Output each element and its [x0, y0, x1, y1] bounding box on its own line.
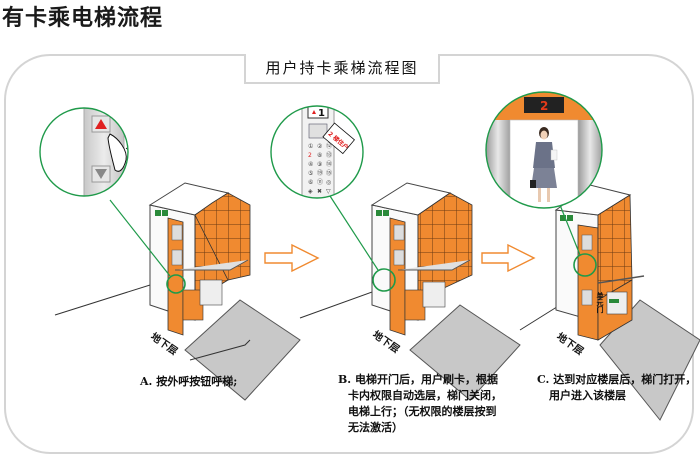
- step-b-caption: B. 电梯开门后，用户刷卡，根据 卡内权限自动选层，梯门关闭， 电梯上行；（无权…: [338, 372, 502, 436]
- down-arrow-icon: [95, 169, 107, 179]
- step-a-caption: A. 按外呼按钮呼梯;: [140, 375, 238, 388]
- keypad-button[interactable]: ⑮: [326, 169, 332, 177]
- page-title: 有卡乘电梯流程: [2, 6, 164, 31]
- keypad-button[interactable]: ▽: [326, 188, 331, 195]
- callout-a: [39, 107, 129, 197]
- caption-line: 卡内权限自动选层，梯门关闭，: [348, 389, 502, 402]
- hand-icon: [107, 133, 127, 172]
- keypad-button[interactable]: ⑬: [326, 151, 332, 159]
- step-c-caption: C. 达到对应楼层后，梯门打开， 用户进入该楼层: [537, 372, 696, 404]
- callout-line: [329, 195, 379, 271]
- card-reader-icon: [308, 123, 328, 139]
- building-sign: 单元门: [596, 291, 604, 314]
- highlight-circle: [166, 274, 186, 294]
- keypad-button[interactable]: 2: [308, 152, 312, 159]
- keypad-button[interactable]: ②: [317, 143, 323, 150]
- floor-display: [307, 106, 329, 119]
- caption-line: 无法激活）: [348, 421, 403, 434]
- keypad-button[interactable]: ①: [308, 143, 313, 150]
- up-arrow-icon: [95, 119, 107, 129]
- callout-line: [559, 204, 581, 256]
- keypad-button[interactable]: ⑫: [326, 142, 332, 150]
- caption-line: 用户进入该楼层: [549, 389, 626, 402]
- keypad-button[interactable]: ⑧: [317, 152, 322, 159]
- building-b: 地下层: [299, 182, 521, 401]
- floor-label-a: 地下层: [148, 330, 180, 358]
- callout-line: [109, 199, 171, 277]
- keypad-button[interactable]: ◈: [308, 188, 313, 195]
- floor-display-value: 2: [540, 99, 548, 113]
- keypad-button[interactable]: ⑭: [326, 160, 332, 168]
- keypad-button[interactable]: ⑲: [317, 169, 323, 177]
- diagram-subtitle: 用户持卡乘梯流程图: [265, 59, 419, 77]
- keypad-button[interactable]: ④: [308, 161, 313, 168]
- building-a: 地下层: [54, 182, 301, 401]
- floor-display-value: 1: [318, 108, 325, 119]
- passenger-figure: [530, 127, 558, 202]
- keypad-button[interactable]: ◎: [326, 179, 331, 186]
- keypad-button[interactable]: ⑤: [308, 170, 313, 177]
- subtitle-tab: 用户持卡乘梯流程图: [244, 54, 440, 84]
- keypad-button[interactable]: ⑨: [317, 161, 322, 168]
- floor-display: [524, 97, 564, 113]
- right-arrow-icon: [481, 243, 536, 273]
- highlight-circle: [372, 268, 396, 292]
- caption-line: 电梯上行；（无权限的楼层按到: [348, 405, 497, 418]
- caption-line: C. 达到对应楼层后，梯门打开，: [537, 373, 697, 386]
- keypad-button[interactable]: ⑪: [317, 178, 323, 186]
- right-arrow-icon: [264, 243, 320, 273]
- access-card[interactable]: [322, 122, 356, 155]
- keypad-button[interactable]: ⑥: [308, 179, 313, 186]
- keypad-button[interactable]: ✖: [317, 188, 322, 195]
- caption-line: B. 电梯开门后，用户刷卡，根据: [338, 373, 498, 386]
- highlight-circle: [573, 253, 597, 277]
